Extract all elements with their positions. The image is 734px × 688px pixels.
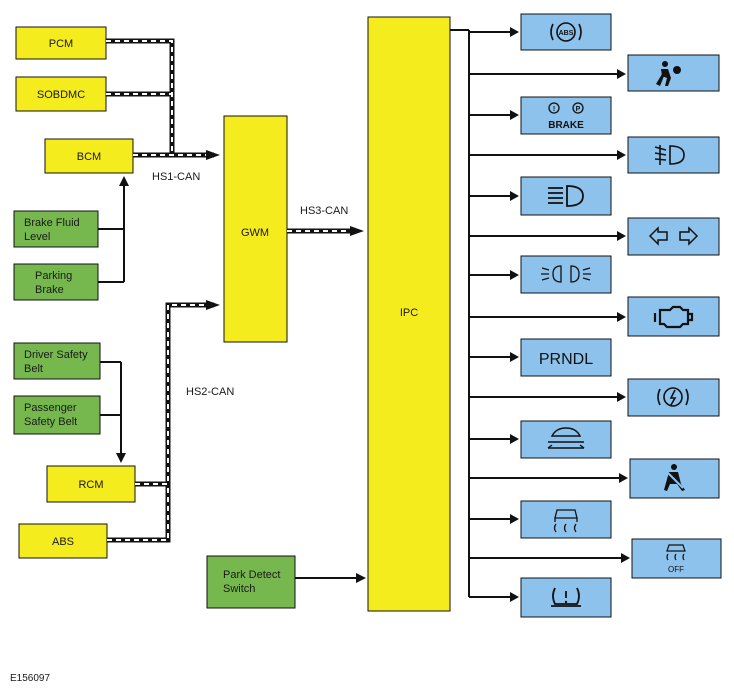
- indicator-tire-pressure: [520, 577, 612, 618]
- brake-fluid-label-2: Level: [24, 231, 50, 243]
- svg-text:P: P: [576, 106, 581, 113]
- rcm-module: RCM: [46, 465, 136, 503]
- indicator-turn: [627, 217, 720, 256]
- park-detect-switch: Park Detect Switch: [206, 555, 296, 609]
- indicator-adaptive-suspension: [520, 420, 612, 459]
- traction-control-off-icon: [666, 544, 686, 561]
- seatbelt-reminder-icon: [664, 464, 685, 491]
- airbag-icon: [656, 61, 681, 86]
- traction-control-icon: [553, 509, 578, 533]
- bcm-module: BCM: [44, 138, 134, 174]
- driver-safety-belt-switch: Driver Safety Belt: [13, 342, 101, 380]
- rcm-label: RCM: [78, 479, 103, 491]
- indicator-branch-arrowhead: [510, 27, 519, 37]
- indicator-high-beam: [520, 176, 612, 216]
- indicator-branch-arrowhead: [510, 434, 519, 444]
- indicator-branch-arrowhead: [621, 553, 630, 563]
- indicator-branch-arrowhead: [617, 231, 626, 241]
- pcm-module: PCM: [15, 26, 107, 60]
- indicator-engine: [627, 296, 720, 337]
- passenger-belt-label-1: Passenger: [24, 402, 77, 414]
- ipc-label: IPC: [400, 307, 418, 319]
- tire-pressure-icon: [551, 587, 581, 607]
- rear-fog-lamp-icon: [654, 145, 685, 165]
- indicator-prndl: PRNDL: [520, 338, 612, 377]
- brake-fluid-label-1: Brake Fluid: [24, 217, 80, 229]
- brake-warning-icon: [548, 102, 584, 114]
- hs2-can-label: HS2-CAN: [186, 386, 234, 398]
- hs3-can-label: HS3-CAN: [300, 205, 348, 217]
- park-detect-label-1: Park Detect: [223, 569, 280, 581]
- ipc-module: IPC: [367, 16, 451, 612]
- indicator-branch-arrowhead: [510, 191, 519, 201]
- indicator-seatbelt: [629, 458, 720, 499]
- indicator-electric-park-brake: [627, 378, 720, 417]
- off-icon-text: OFF: [668, 565, 684, 574]
- bcm-label: BCM: [77, 151, 101, 163]
- passenger-belt-label-2: Safety Belt: [24, 416, 77, 428]
- indicator-brake: ! P BRAKE: [520, 96, 612, 135]
- svg-text:!: !: [553, 106, 555, 113]
- indicator-rear-fog: [627, 136, 720, 174]
- passenger-safety-belt-switch: Passenger Safety Belt: [13, 395, 101, 435]
- check-engine-icon: [653, 305, 694, 329]
- indicator-branch-arrowhead: [617, 150, 626, 160]
- indicator-branch-arrowhead: [617, 312, 626, 322]
- turn-signal-icon: [648, 226, 699, 246]
- hs1-can-label: HS1-CAN: [152, 171, 200, 183]
- brake-icon-text: BRAKE: [548, 120, 584, 131]
- parking-brake-switch: Parking Brake: [13, 263, 99, 301]
- indicator-traction-control-off: OFF: [631, 538, 722, 579]
- gwm-module: GWM: [223, 115, 288, 343]
- sobdmc-label: SOBDMC: [37, 89, 85, 101]
- hs1-can-bus: [106, 38, 220, 160]
- parking-brake-label-1: Parking: [35, 270, 72, 282]
- electric-park-brake-icon: [657, 387, 689, 407]
- indicator-branch-arrowhead: [510, 514, 519, 524]
- indicator-airbag: [627, 54, 720, 92]
- prndl-display: PRNDL: [539, 351, 593, 368]
- indicator-branch-arrowhead: [510, 110, 519, 120]
- brake-fluid-level-switch: Brake Fluid Level: [13, 210, 99, 248]
- abs-module: ABS: [18, 523, 108, 559]
- parking-brake-label-2: Brake: [35, 284, 64, 296]
- abs-warning-icon: [550, 22, 582, 42]
- indicator-branch-arrowhead: [510, 592, 519, 602]
- indicator-abs: ABS: [520, 13, 612, 51]
- high-beam-icon: [548, 185, 584, 207]
- hardwired-lines: [98, 29, 470, 597]
- abs-label: ABS: [52, 536, 74, 548]
- hs2-can-bus: [107, 300, 220, 543]
- figure-code: E156097: [10, 673, 50, 684]
- abs-icon-text: ABS: [559, 30, 574, 37]
- indicator-branch-arrowhead: [510, 270, 519, 280]
- hs3-can-bus: [287, 226, 364, 236]
- indicator-traction-control: [520, 500, 612, 539]
- indicator-side-lamps: [520, 255, 612, 294]
- indicator-branches: [469, 27, 630, 602]
- gwm-label: GWM: [241, 227, 269, 239]
- indicator-branch-arrowhead: [617, 69, 626, 79]
- side-lamps-icon: [541, 265, 591, 283]
- sobdmc-module: SOBDMC: [15, 76, 107, 112]
- park-detect-label-2: Switch: [223, 583, 255, 595]
- driver-belt-label-1: Driver Safety: [24, 349, 88, 361]
- indicator-branch-arrowhead: [619, 473, 628, 483]
- driver-belt-label-2: Belt: [24, 363, 43, 375]
- indicator-branch-arrowhead: [617, 392, 626, 402]
- indicator-branch-arrowhead: [510, 352, 519, 362]
- adaptive-suspension-icon: [547, 427, 585, 449]
- pcm-label: PCM: [49, 38, 73, 50]
